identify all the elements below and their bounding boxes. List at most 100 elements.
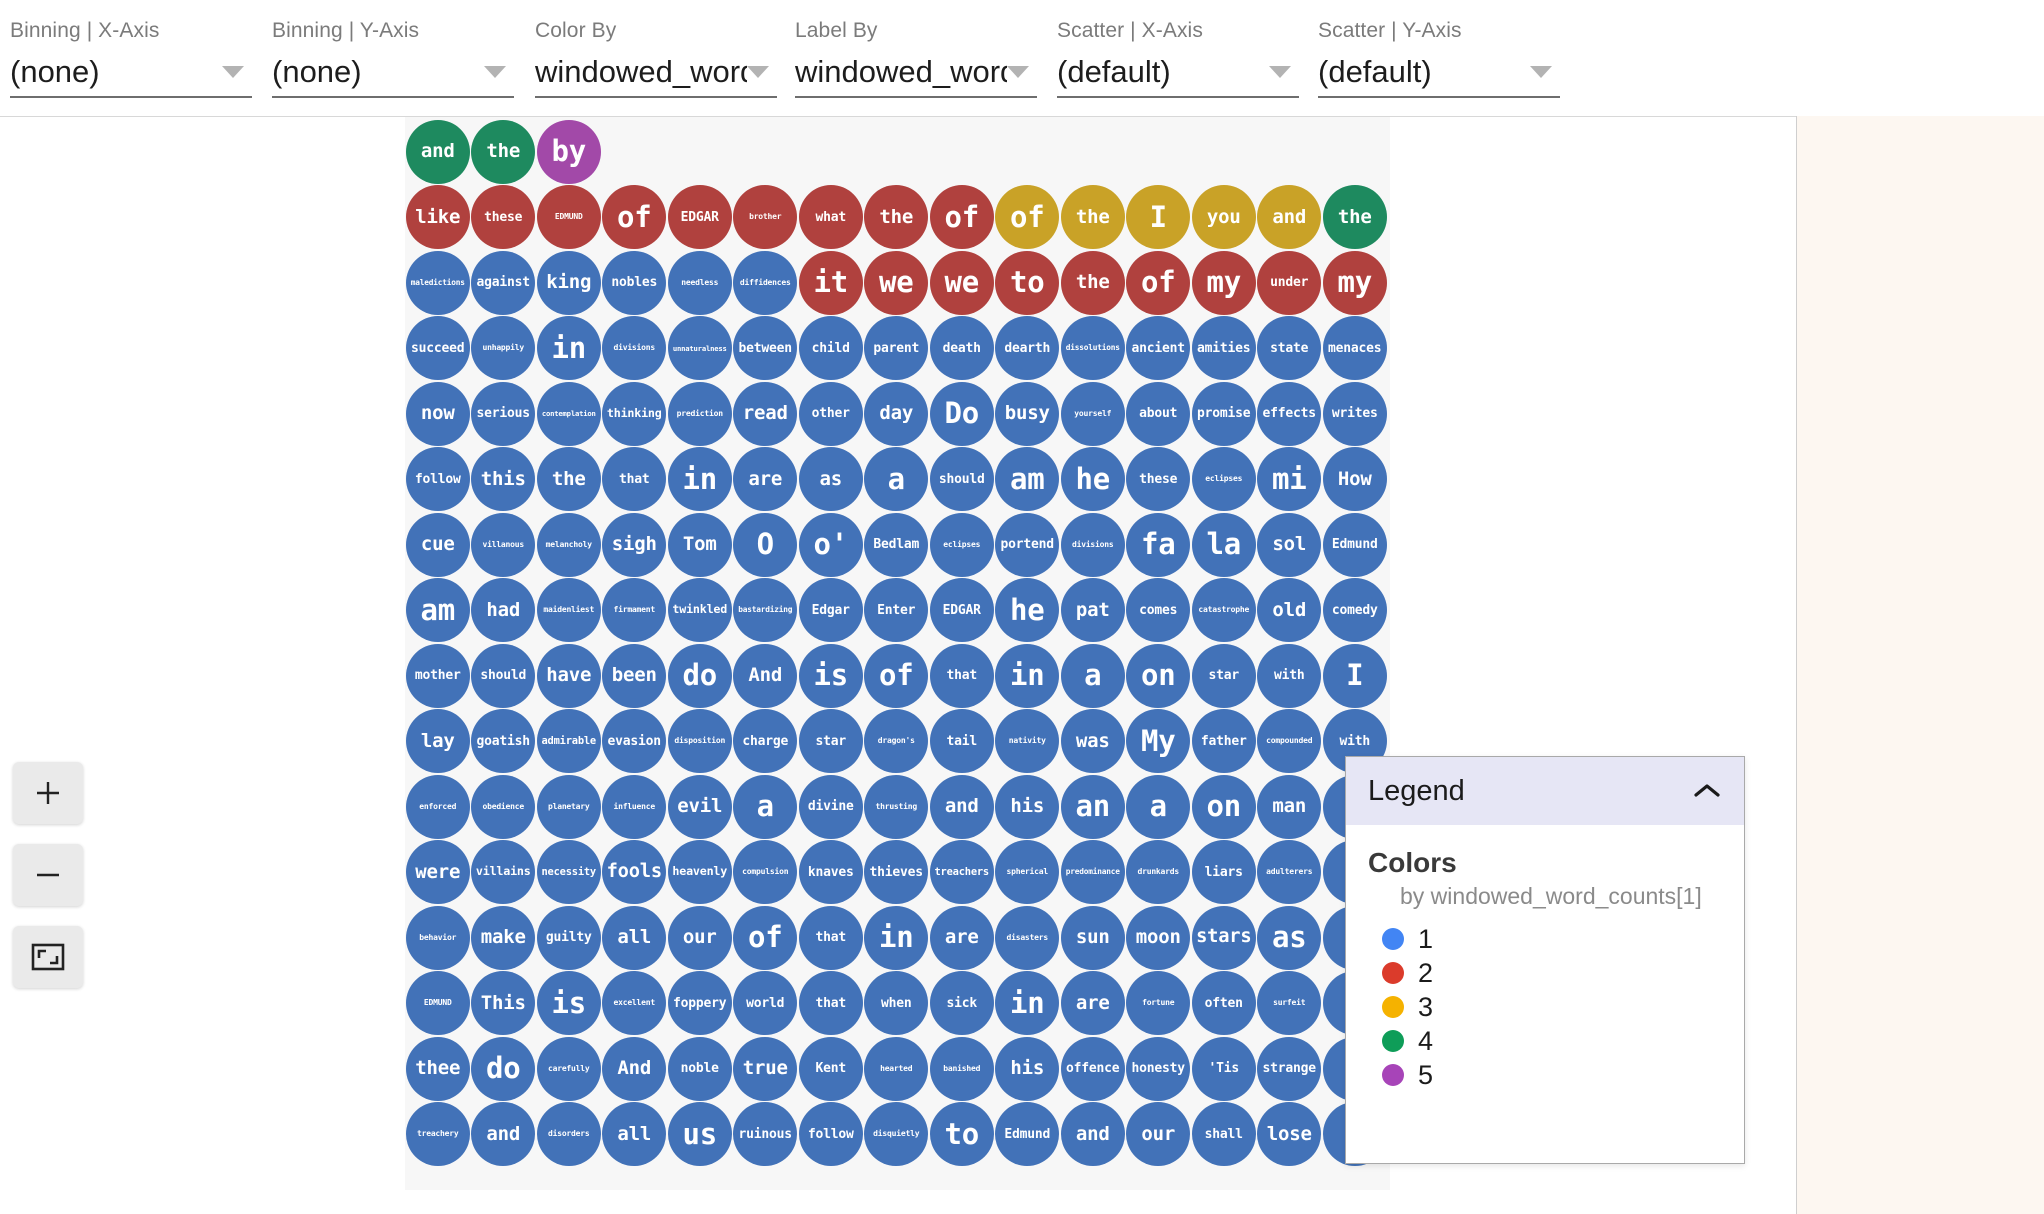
bubble[interactable]: are: [733, 447, 798, 512]
bubble[interactable]: should: [471, 643, 536, 708]
bubble[interactable]: excellent: [602, 971, 667, 1036]
bubble[interactable]: maidenliest: [536, 578, 601, 643]
bubble[interactable]: divisions: [1060, 512, 1125, 577]
bubble[interactable]: fortune: [1126, 971, 1191, 1036]
bubble[interactable]: effects: [1257, 381, 1322, 446]
bubble[interactable]: Kent: [798, 1036, 863, 1101]
bubble[interactable]: mother: [405, 643, 470, 708]
bubble[interactable]: under: [1257, 250, 1322, 315]
bubble[interactable]: needless: [667, 250, 732, 315]
bubble[interactable]: banished: [929, 1036, 994, 1101]
bubble[interactable]: follow: [798, 1102, 863, 1167]
bubble[interactable]: and: [929, 774, 994, 839]
bubble[interactable]: yourself: [1060, 381, 1125, 446]
legend-item[interactable]: 1: [1368, 922, 1722, 956]
bubble[interactable]: and: [471, 1102, 536, 1167]
chevron-down-icon[interactable]: [1007, 66, 1029, 78]
bubble[interactable]: that: [798, 971, 863, 1036]
bubble[interactable]: the: [864, 185, 929, 250]
bubble[interactable]: fa: [1126, 512, 1191, 577]
bubble[interactable]: a: [864, 447, 929, 512]
bubble[interactable]: 'Tis: [1191, 1036, 1256, 1101]
bubble[interactable]: succeed: [405, 316, 470, 381]
bubble[interactable]: EDGAR: [929, 578, 994, 643]
bubble[interactable]: portend: [995, 512, 1060, 577]
bubble[interactable]: are: [929, 905, 994, 970]
bubble[interactable]: dragon's: [864, 709, 929, 774]
bubble[interactable]: brother: [733, 185, 798, 250]
bubble[interactable]: And: [733, 643, 798, 708]
color-by-select[interactable]: windowed_word_c: [535, 48, 777, 98]
bubble[interactable]: on: [1191, 774, 1256, 839]
bubble[interactable]: heavenly: [667, 840, 732, 905]
bubble[interactable]: us: [667, 1102, 732, 1167]
bubble[interactable]: planetary: [536, 774, 601, 839]
bubble[interactable]: in: [995, 971, 1060, 1036]
bubble[interactable]: do: [471, 1036, 536, 1101]
bubble[interactable]: in: [864, 905, 929, 970]
bubble[interactable]: true: [733, 1036, 798, 1101]
bubble[interactable]: tail: [929, 709, 994, 774]
bubble[interactable]: influence: [602, 774, 667, 839]
bubble[interactable]: you: [1191, 185, 1256, 250]
bubble[interactable]: child: [798, 316, 863, 381]
legend-item[interactable]: 5: [1368, 1058, 1722, 1092]
legend-item[interactable]: 2: [1368, 956, 1722, 990]
bubble[interactable]: as: [1257, 905, 1322, 970]
bubble[interactable]: evil: [667, 774, 732, 839]
bubble[interactable]: in: [536, 316, 601, 381]
bubble[interactable]: Enter: [864, 578, 929, 643]
bubble[interactable]: star: [798, 709, 863, 774]
bubble[interactable]: now: [405, 381, 470, 446]
chevron-down-icon[interactable]: [747, 66, 769, 78]
bubble[interactable]: offence: [1060, 1036, 1125, 1101]
bubble[interactable]: compounded: [1257, 709, 1322, 774]
bubble[interactable]: the: [471, 119, 536, 184]
bubble[interactable]: and: [405, 119, 470, 184]
bubble[interactable]: our: [667, 905, 732, 970]
bubble[interactable]: menaces: [1322, 316, 1387, 381]
bubble[interactable]: that: [798, 905, 863, 970]
bubble[interactable]: star: [1191, 643, 1256, 708]
bubble[interactable]: twinkled: [667, 578, 732, 643]
bubble[interactable]: melancholy: [536, 512, 601, 577]
bubble[interactable]: of: [864, 643, 929, 708]
bubble[interactable]: Do: [929, 381, 994, 446]
bubble[interactable]: do: [667, 643, 732, 708]
bubble[interactable]: of: [929, 185, 994, 250]
bubble[interactable]: sick: [929, 971, 994, 1036]
bubble[interactable]: he: [995, 578, 1060, 643]
legend-item[interactable]: 4: [1368, 1024, 1722, 1058]
bubble[interactable]: these: [1126, 447, 1191, 512]
bubble[interactable]: these: [471, 185, 536, 250]
bubble[interactable]: writes: [1322, 381, 1387, 446]
bubble[interactable]: by: [536, 119, 601, 184]
bubble[interactable]: enforced: [405, 774, 470, 839]
bubble[interactable]: bastardizing: [733, 578, 798, 643]
chevron-down-icon[interactable]: [222, 66, 244, 78]
bubble[interactable]: his: [995, 1036, 1060, 1101]
bubble[interactable]: Tom: [667, 512, 732, 577]
bubble[interactable]: evasion: [602, 709, 667, 774]
bubble[interactable]: a: [1060, 643, 1125, 708]
bubble[interactable]: dissolutions: [1060, 316, 1125, 381]
zoom-out-button[interactable]: [13, 844, 83, 906]
bubble[interactable]: nobles: [602, 250, 667, 315]
bubble[interactable]: is: [536, 971, 601, 1036]
bubble[interactable]: state: [1257, 316, 1322, 381]
bubble[interactable]: as: [798, 447, 863, 512]
bubble[interactable]: charge: [733, 709, 798, 774]
legend-panel[interactable]: Legend Colors by windowed_word_counts[1]…: [1345, 756, 1745, 1164]
bubble[interactable]: busy: [995, 381, 1060, 446]
bubble[interactable]: old: [1257, 578, 1322, 643]
bubble[interactable]: is: [798, 643, 863, 708]
bubble[interactable]: lose: [1257, 1102, 1322, 1167]
bubble[interactable]: liars: [1191, 840, 1256, 905]
bubble[interactable]: contemplation: [536, 381, 601, 446]
bubble[interactable]: o': [798, 512, 863, 577]
bubble[interactable]: How: [1322, 447, 1387, 512]
bubble[interactable]: an: [1060, 774, 1125, 839]
bubble[interactable]: world: [733, 971, 798, 1036]
chevron-down-icon[interactable]: [1530, 66, 1552, 78]
bubble[interactable]: treachery: [405, 1102, 470, 1167]
